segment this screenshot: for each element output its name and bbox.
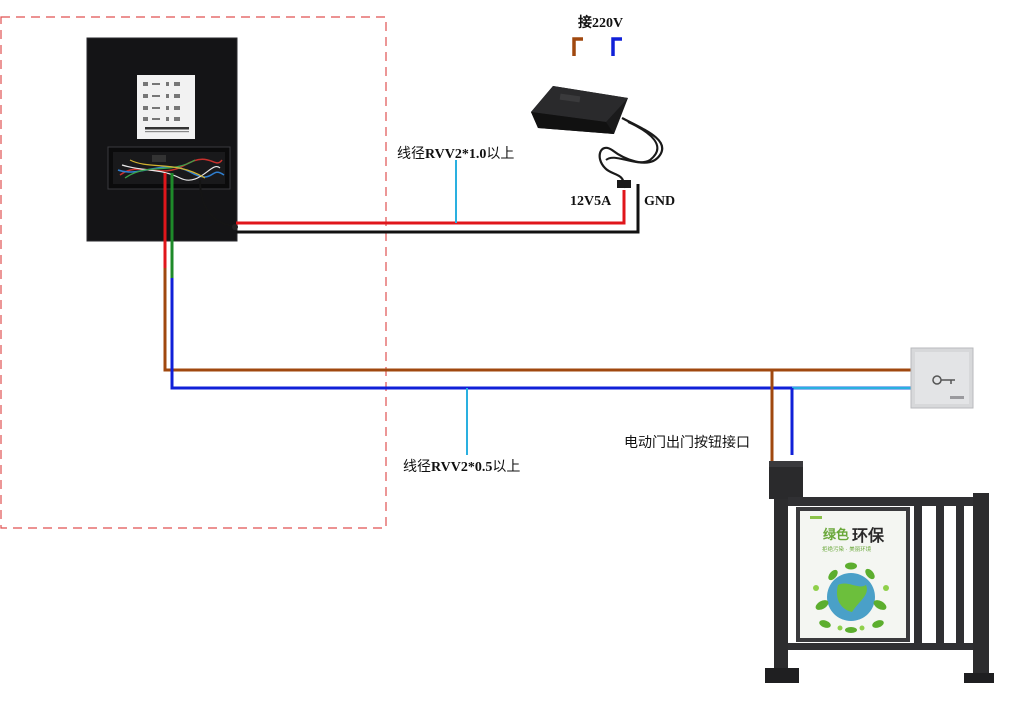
poster-subtitle: 拒绝污染 · 美丽环境 bbox=[822, 545, 872, 553]
adapter-output-label: 12V5A bbox=[570, 194, 612, 209]
power-adapter-icon bbox=[531, 86, 664, 189]
neutral-wire-marker bbox=[611, 37, 622, 56]
ground-label: GND bbox=[644, 194, 675, 209]
exit-button-icon bbox=[910, 347, 974, 409]
power-input-label: 接220V bbox=[578, 14, 623, 31]
signal-cable-spec-label: 线径RVV2*0.5以上 bbox=[403, 459, 520, 475]
access-controller-icon bbox=[86, 37, 238, 242]
poster-title-a: 绿色 bbox=[823, 527, 849, 543]
power-positive-wire bbox=[236, 190, 626, 225]
pedestrian-gate-icon: 绿色 环保 拒绝污染 · 美丽环境 bbox=[765, 461, 994, 683]
live-wire-marker bbox=[572, 37, 583, 56]
brown-signal-wire bbox=[163, 268, 914, 372]
gate-button-port-label: 电动门出门按钮接口 bbox=[624, 434, 750, 451]
power-negative-wire bbox=[236, 184, 640, 234]
installation-zone-frame bbox=[0, 16, 387, 529]
power-cable-spec-label: 线径RVV2*1.0以上 bbox=[397, 146, 514, 162]
blue-signal-wire bbox=[170, 278, 914, 390]
poster-title-b: 环保 bbox=[852, 526, 885, 545]
